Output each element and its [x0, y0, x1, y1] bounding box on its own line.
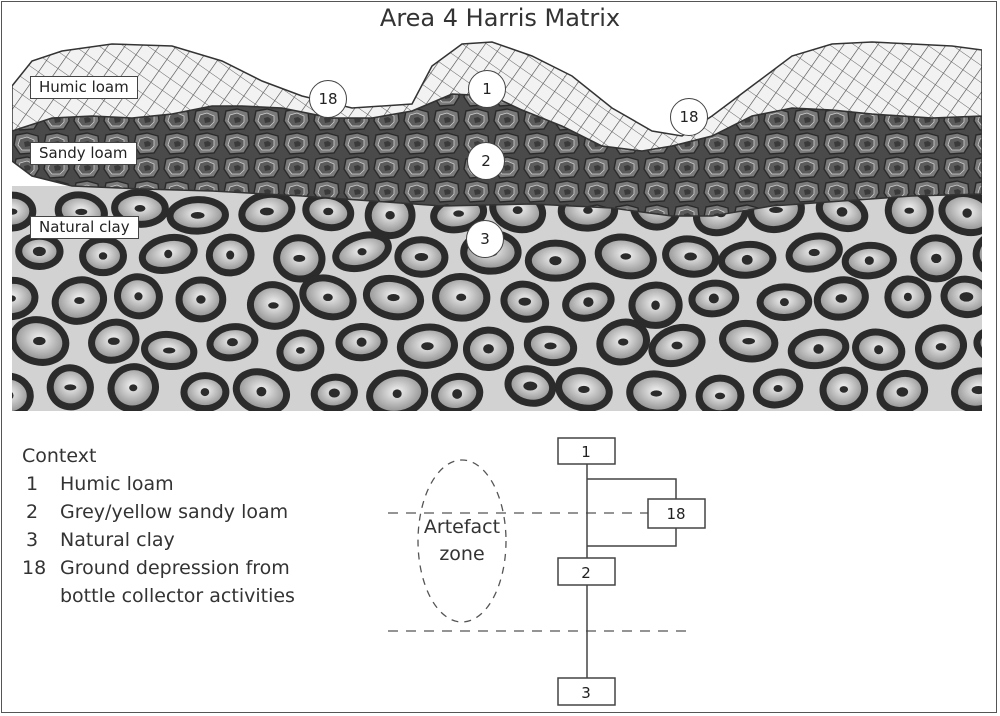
legend-text: Humic loam — [60, 473, 174, 495]
legend-item: 2 Grey/yellow sandy loam — [22, 498, 288, 526]
context-circle-3: 3 — [466, 220, 504, 258]
layer-label-clay: Natural clay — [30, 216, 139, 239]
legend-text: Natural clay — [60, 529, 175, 551]
layer-label-humic: Humic loam — [30, 76, 138, 99]
context-circle-2: 2 — [467, 142, 505, 180]
legend-text: bottle collector activities — [60, 585, 295, 607]
legend-num: 2 — [26, 501, 39, 523]
context-circle-1: 1 — [468, 70, 506, 108]
clay-spots — [12, 184, 982, 411]
layer-label-sandy: Sandy loam — [30, 142, 137, 165]
legend-heading: Context — [22, 445, 97, 467]
legend-num: 1 — [26, 473, 39, 495]
legend-text: Grey/yellow sandy loam — [60, 501, 289, 523]
soil-section — [12, 41, 982, 411]
legend-item: 1 Humic loam — [22, 470, 174, 498]
context-legend: Context 1 Humic loam 2 Grey/yellow sandy… — [22, 442, 295, 610]
legend-num: 18 — [22, 557, 47, 579]
context-circle-18: 18 — [309, 80, 347, 118]
legend-item: 18 Ground depression from — [22, 554, 290, 582]
context-circle-18: 18 — [670, 98, 708, 136]
legend-num: 3 — [26, 529, 39, 551]
page-title: Area 4 Harris Matrix — [379, 4, 621, 32]
legend-text: Ground depression from — [60, 557, 290, 579]
legend-item: 3 Natural clay — [22, 526, 175, 554]
legend-item: bottle collector activities — [22, 582, 295, 610]
